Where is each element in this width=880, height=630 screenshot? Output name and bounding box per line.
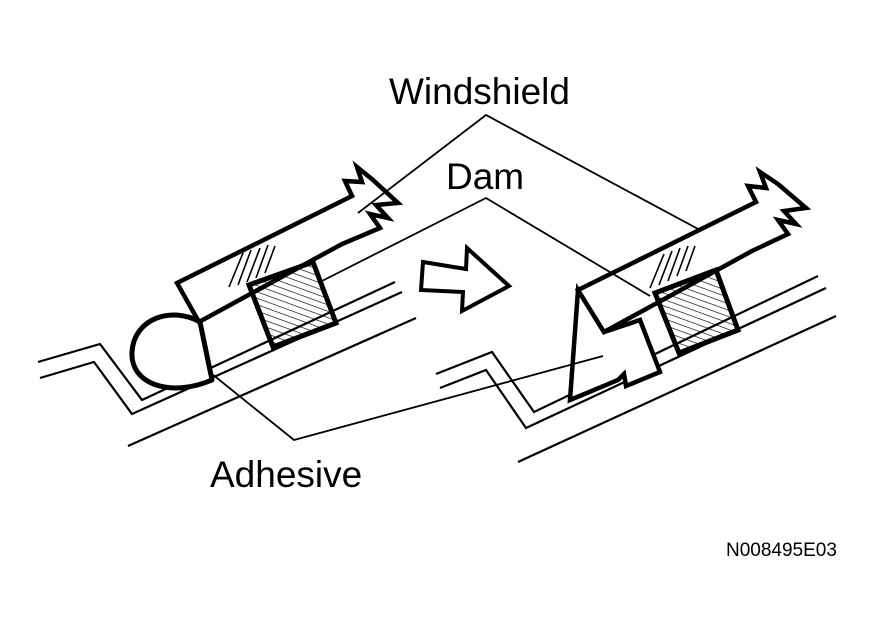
adhesive-label: Adhesive bbox=[210, 454, 363, 495]
windshield-leader bbox=[357, 113, 701, 231]
left-windshield-glass bbox=[173, 160, 404, 326]
windshield-label: Windshield bbox=[389, 71, 570, 112]
left-adhesive-bead bbox=[129, 312, 215, 391]
direction-arrow bbox=[418, 243, 513, 315]
dam-leader bbox=[317, 196, 651, 297]
left-glass-shading bbox=[228, 244, 276, 288]
adhesive-leader bbox=[211, 355, 604, 441]
dam-label: Dam bbox=[446, 156, 525, 197]
left-dam bbox=[245, 258, 340, 351]
right-body-panel-inner bbox=[439, 287, 827, 430]
left-body-panel-inner bbox=[39, 290, 403, 416]
left-assembly bbox=[37, 160, 417, 448]
right-assembly bbox=[435, 166, 837, 463]
right-body-panel-lower bbox=[517, 315, 837, 463]
figure-code: N008495E03 bbox=[726, 540, 837, 561]
leader-lines bbox=[211, 113, 701, 441]
right-glass-shading bbox=[649, 245, 696, 289]
right-dam bbox=[651, 266, 742, 357]
left-body-panel-lower bbox=[127, 316, 417, 448]
